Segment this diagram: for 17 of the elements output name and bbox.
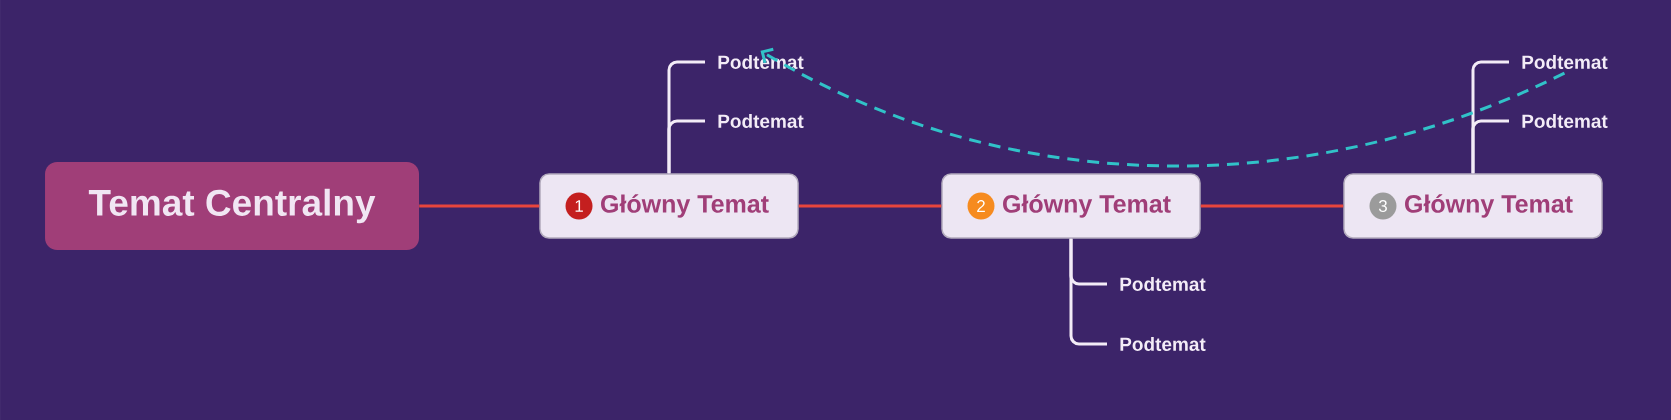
branch-line (1471, 119, 1509, 174)
connector-line (798, 204, 942, 208)
relation-arrow (760, 47, 1566, 168)
connector-line (1200, 204, 1344, 208)
branch-line (667, 119, 705, 174)
subtopic-label: Podtemat (1120, 277, 1206, 291)
number-badge: 1 (565, 192, 593, 220)
number-badge: 2 (967, 192, 995, 220)
branch-line (1069, 238, 1107, 346)
number-badge: 3 (1369, 192, 1397, 220)
subtopic-label: Podtemat (718, 114, 804, 128)
subtopic-label: Podtemat (718, 55, 804, 69)
subtopic-label: Podtemat (1522, 55, 1608, 69)
subtopic-label: Podtemat (1522, 114, 1608, 128)
connector-line (419, 204, 540, 208)
central-topic-box: Temat Centralny (45, 162, 419, 250)
subtopic-label: Podtemat (1120, 337, 1206, 351)
